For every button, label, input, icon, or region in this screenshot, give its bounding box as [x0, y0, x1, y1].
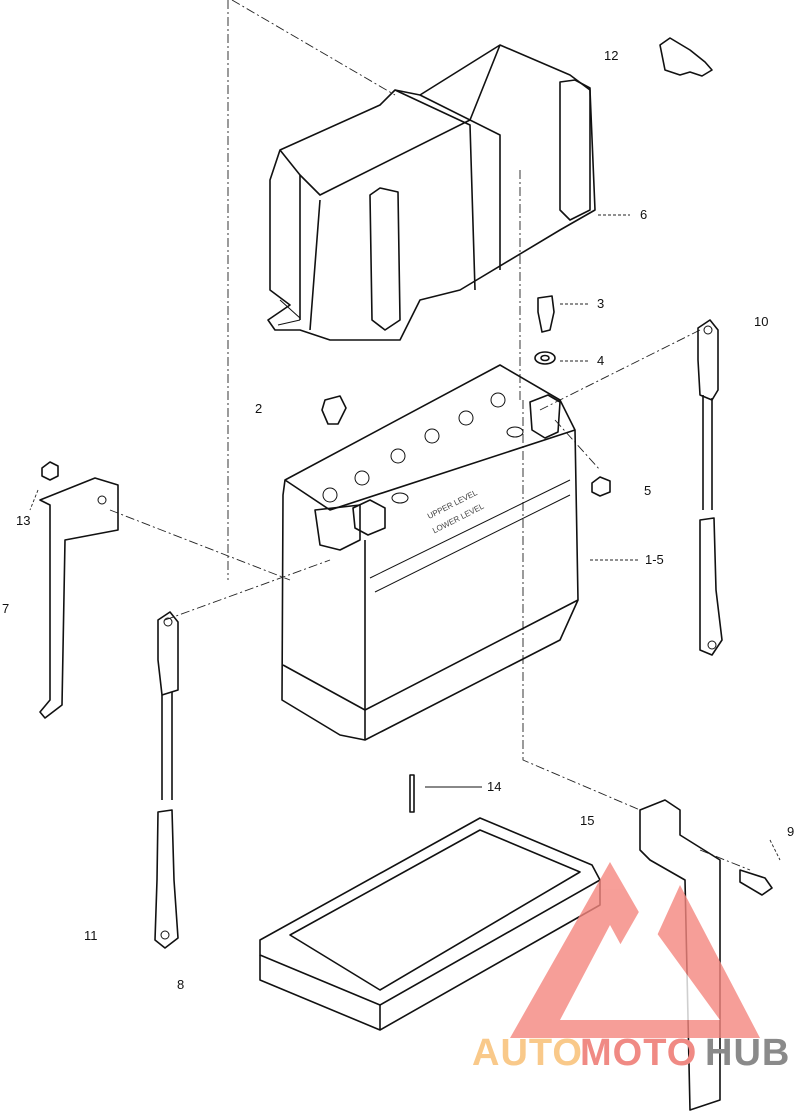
callout-9: 9 [787, 824, 795, 839]
watermark-text-hub: HUB [705, 1032, 791, 1074]
callout-13: 13 [16, 513, 31, 528]
bolt [537, 295, 555, 333]
battery-cable [154, 611, 179, 949]
watermark-text-auto: AUTO [472, 1032, 583, 1074]
callout-8: 8 [177, 977, 185, 992]
centerline [519, 170, 641, 811]
callout-15: 15 [580, 813, 595, 828]
callout-5: 5 [644, 483, 652, 498]
centerline [109, 509, 331, 621]
watermark-logo [510, 862, 760, 1038]
battery [281, 364, 579, 741]
vent-cap [321, 395, 347, 425]
callout-2: 2 [255, 401, 263, 416]
rivet [409, 774, 415, 813]
nut [41, 461, 59, 481]
callout-7: 7 [2, 601, 10, 616]
callout-12: 12 [604, 48, 619, 63]
bolt [739, 869, 773, 896]
centerline [539, 329, 701, 411]
callout-1-5: 1-5 [645, 552, 664, 567]
terminal-cap [659, 37, 713, 77]
callout-10: 10 [754, 314, 769, 329]
callout-14: 14 [487, 779, 502, 794]
centerline [554, 419, 601, 471]
callout-6: 6 [640, 207, 648, 222]
battery-cable [697, 319, 723, 656]
nut [591, 476, 611, 497]
centerline [231, 0, 396, 96]
battery-cover [267, 44, 596, 341]
tray-support [639, 799, 721, 1111]
washer [534, 351, 556, 365]
callout-11: 11 [84, 928, 98, 943]
callout-4: 4 [597, 353, 605, 368]
callout-3: 3 [597, 296, 605, 311]
battery-bracket [39, 477, 119, 719]
watermark-text-moto: MOTO [580, 1032, 698, 1074]
